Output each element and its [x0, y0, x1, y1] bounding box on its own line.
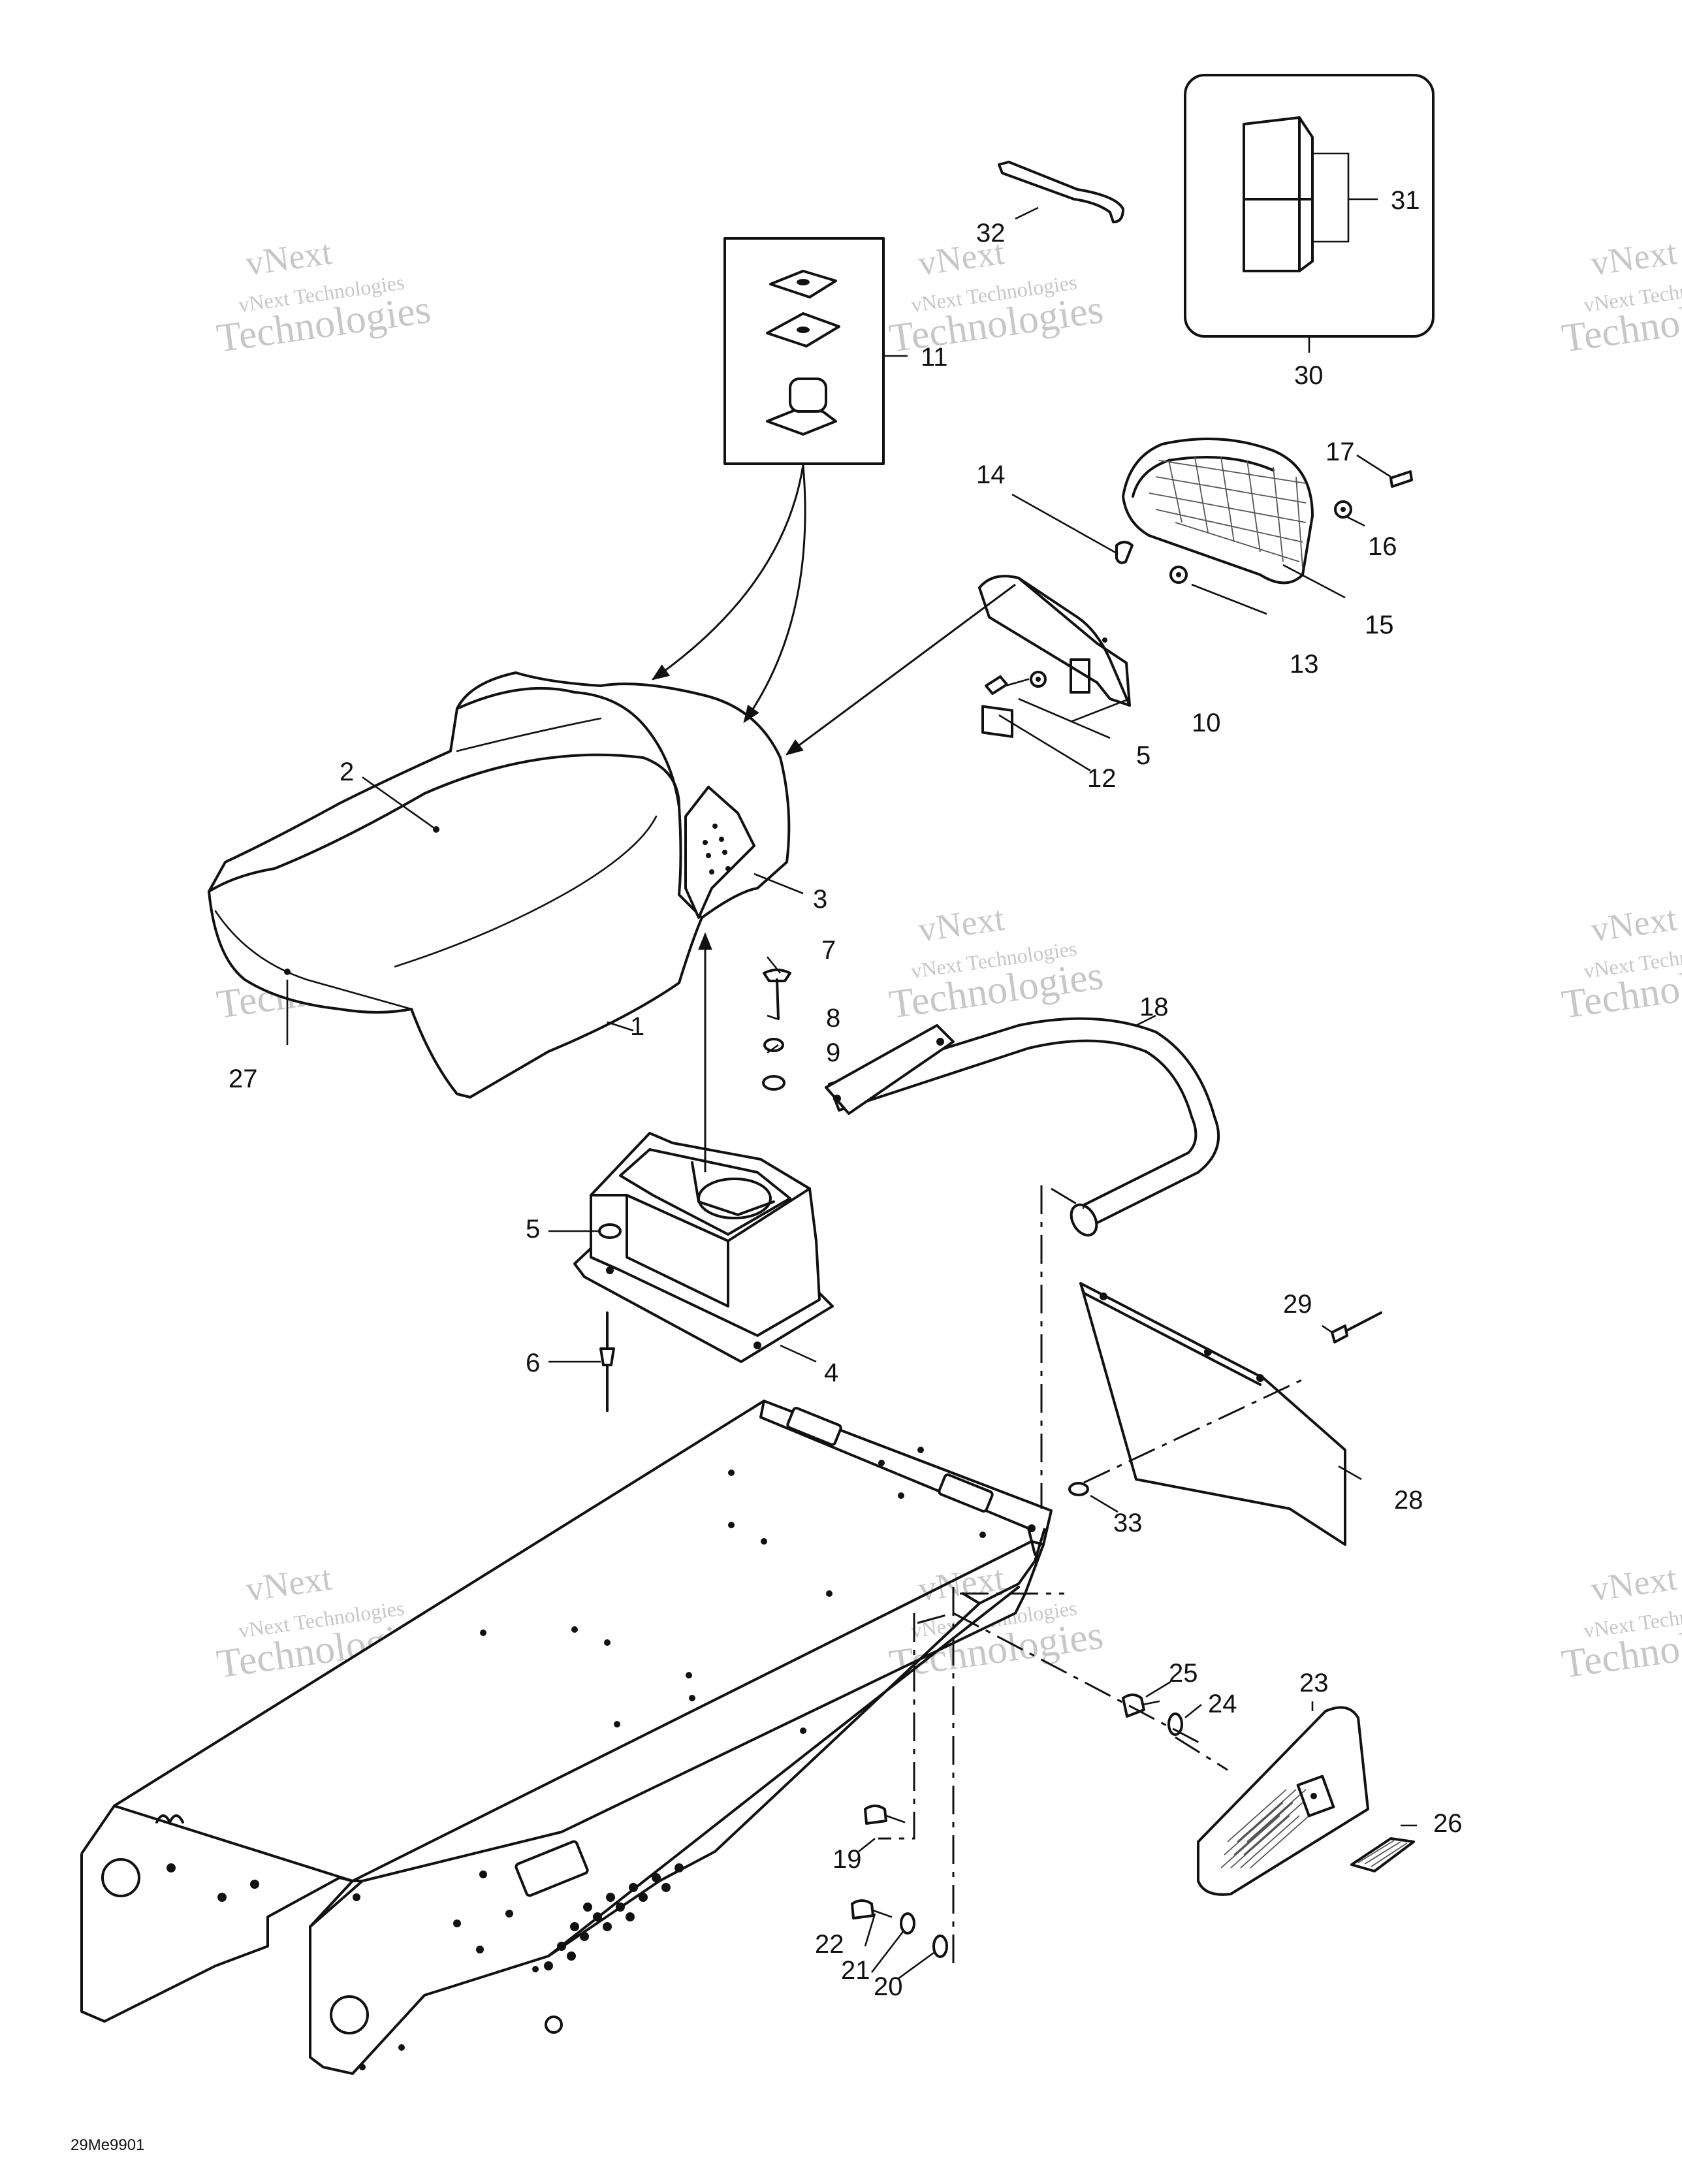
callout-14: 14	[976, 460, 1006, 489]
frame-tunnel	[80, 1400, 1053, 2075]
assembly-arrows	[651, 464, 1016, 1172]
seat-hinge-rivets	[703, 824, 731, 875]
callout-18: 18	[1139, 993, 1169, 1021]
taillight-lens-ribs	[1149, 457, 1307, 569]
svg-text:vNext: vNext	[1589, 899, 1679, 950]
callout-22: 22	[815, 1930, 844, 1959]
seat-assembly	[208, 671, 791, 1099]
watermark: vNext vNext Technologies Technologies	[1559, 233, 1682, 361]
callout-30: 30	[1294, 361, 1324, 390]
callout-1: 1	[630, 1012, 644, 1041]
grab-handle	[825, 1017, 1220, 1237]
assembly-centerlines	[878, 1185, 1307, 1966]
callout-20: 20	[874, 1972, 903, 2001]
svg-text:vNext: vNext	[1589, 233, 1679, 283]
callout-5: 5	[526, 1215, 540, 1244]
callout-3: 3	[813, 885, 827, 914]
callout-25: 25	[1169, 1659, 1198, 1688]
callout-24: 24	[1208, 1690, 1237, 1718]
taillight-assembly	[978, 438, 1413, 738]
callout-29: 29	[1283, 1290, 1312, 1319]
callout-8: 8	[826, 1004, 840, 1033]
callout-12: 12	[1087, 764, 1117, 793]
leader-lines	[286, 152, 1417, 1980]
callout-19: 19	[833, 1845, 862, 1874]
svg-text:vNext: vNext	[244, 1558, 334, 1609]
callout-31: 31	[1391, 186, 1420, 215]
snowflap	[1079, 1282, 1346, 1546]
watermark: vNext vNext Technologies Technologies	[214, 233, 434, 361]
watermark: vNext vNext Technologies Technologies	[1559, 1558, 1682, 1687]
callout-33: 33	[1113, 1509, 1143, 1537]
bumper-end-cap	[1197, 1706, 1415, 1896]
wrench-tool	[998, 161, 1124, 223]
callout-28: 28	[1394, 1486, 1423, 1515]
touchup-kit-box	[1184, 74, 1435, 338]
callout-2: 2	[340, 758, 354, 786]
watermark: vNext vNext Technologies Technologies	[1559, 899, 1682, 1027]
svg-text:vNext: vNext	[244, 233, 334, 283]
end-cap-vents	[1220, 1789, 1310, 1869]
callout-23: 23	[1299, 1669, 1329, 1697]
callout-21: 21	[841, 1956, 870, 1985]
watermark: vNext vNext Technologies Technologies	[887, 233, 1106, 361]
callout-7: 7	[821, 936, 836, 965]
callout-17: 17	[1325, 438, 1355, 466]
callout-10: 10	[1192, 709, 1221, 737]
storage-box	[573, 1132, 834, 1363]
footrest-grip-holes	[544, 1863, 684, 1970]
callout-4: 4	[824, 1358, 838, 1387]
callout-5b: 5	[1136, 741, 1150, 770]
svg-text:vNext: vNext	[1589, 1558, 1679, 1609]
callout-9: 9	[826, 1038, 840, 1067]
callout-6: 6	[526, 1349, 540, 1377]
callout-11: 11	[921, 343, 948, 372]
frame-holes	[167, 1447, 1036, 2070]
callout-13: 13	[1290, 650, 1319, 679]
watermark: vNext vNext Technologies Technologies	[887, 899, 1106, 1027]
svg-text:vNext: vNext	[916, 899, 1007, 950]
callout-15: 15	[1365, 611, 1394, 639]
drawing-code: 29Me9901	[71, 2136, 144, 2154]
callout-32: 32	[976, 219, 1006, 248]
fasteners	[598, 969, 1382, 1958]
latch-kit-box	[723, 237, 885, 465]
callout-16: 16	[1368, 532, 1397, 561]
callout-27: 27	[229, 1065, 258, 1093]
callout-labels: 1 2 3 4 5 5 6 7 8 9 10 11 12 13 14 15 16…	[229, 186, 1463, 2001]
callout-26: 26	[1433, 1809, 1463, 1838]
